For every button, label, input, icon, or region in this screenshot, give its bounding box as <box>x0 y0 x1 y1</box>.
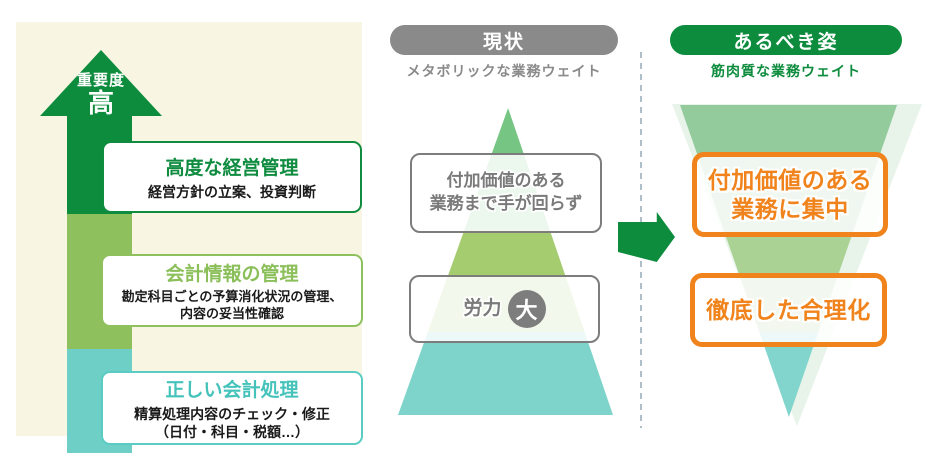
current-note-box: 付加価値のある 業務まで手が回らず <box>410 153 602 233</box>
ideal-goal-box-focus: 付加価値のある 業務に集中 <box>692 152 888 237</box>
ideal-goal-line: 付加価値のある <box>707 166 873 193</box>
ideal-goal-line: 徹底した合理化 <box>706 296 871 323</box>
level-box-correct-processing: 正しい会計処理 精算処理内容のチェック・修正 （日付・科目・税額…） <box>101 371 363 445</box>
importance-label: 重要度 <box>76 72 125 89</box>
level-box-accounting-info: 会計情報の管理 勘定科目ごとの予算消化状況の管理、 内容の妥当性確認 <box>101 254 363 327</box>
level-title: 正しい会計処理 <box>165 379 299 401</box>
level-title: 会計情報の管理 <box>165 263 299 285</box>
importance-arrow-label: 重要度 高 <box>40 69 162 117</box>
current-note-line: 付加価値のある <box>446 171 566 191</box>
level-desc-line: 経営方針の立案、投資判断 <box>148 183 316 200</box>
level-title: 高度な経営管理 <box>165 157 299 179</box>
level-desc-line: （日付・科目・税額…） <box>155 424 309 440</box>
current-state-subtitle: メタボリックな業務ウェイト <box>406 63 602 79</box>
ideal-state-subtitle: 筋肉質な業務ウェイト <box>711 63 861 79</box>
current-state-header-pill: 現状 <box>390 25 618 55</box>
transform-arrow-right-icon <box>618 212 675 262</box>
level-desc-line: 精算処理内容のチェック・修正 <box>134 405 330 422</box>
ideal-goal-box-rationalization: 徹底した合理化 <box>690 273 887 347</box>
importance-high-label: 高 <box>87 88 114 118</box>
current-note-line: 業務まで手が回らず <box>429 194 583 213</box>
effort-large-badge: 大 <box>507 290 546 328</box>
effort-label: 労力 <box>463 298 502 320</box>
level-desc-line: 勘定科目ごとの予算消化状況の管理、 <box>121 288 343 304</box>
level-desc-line: 内容の妥当性確認 <box>179 305 284 321</box>
effort-note-box: 労力 大 <box>409 275 600 343</box>
importance-panel: 重要度 高 高度な経営管理 経営方針の立案、投資判断 会計情報の管理 勘定科目ご… <box>16 22 363 453</box>
ideal-state-header-pill: あるべき姿 <box>670 25 902 55</box>
level-box-management: 高度な経営管理 経営方針の立案、投資判断 <box>102 141 362 213</box>
ideal-goal-line: 業務に集中 <box>731 195 849 222</box>
